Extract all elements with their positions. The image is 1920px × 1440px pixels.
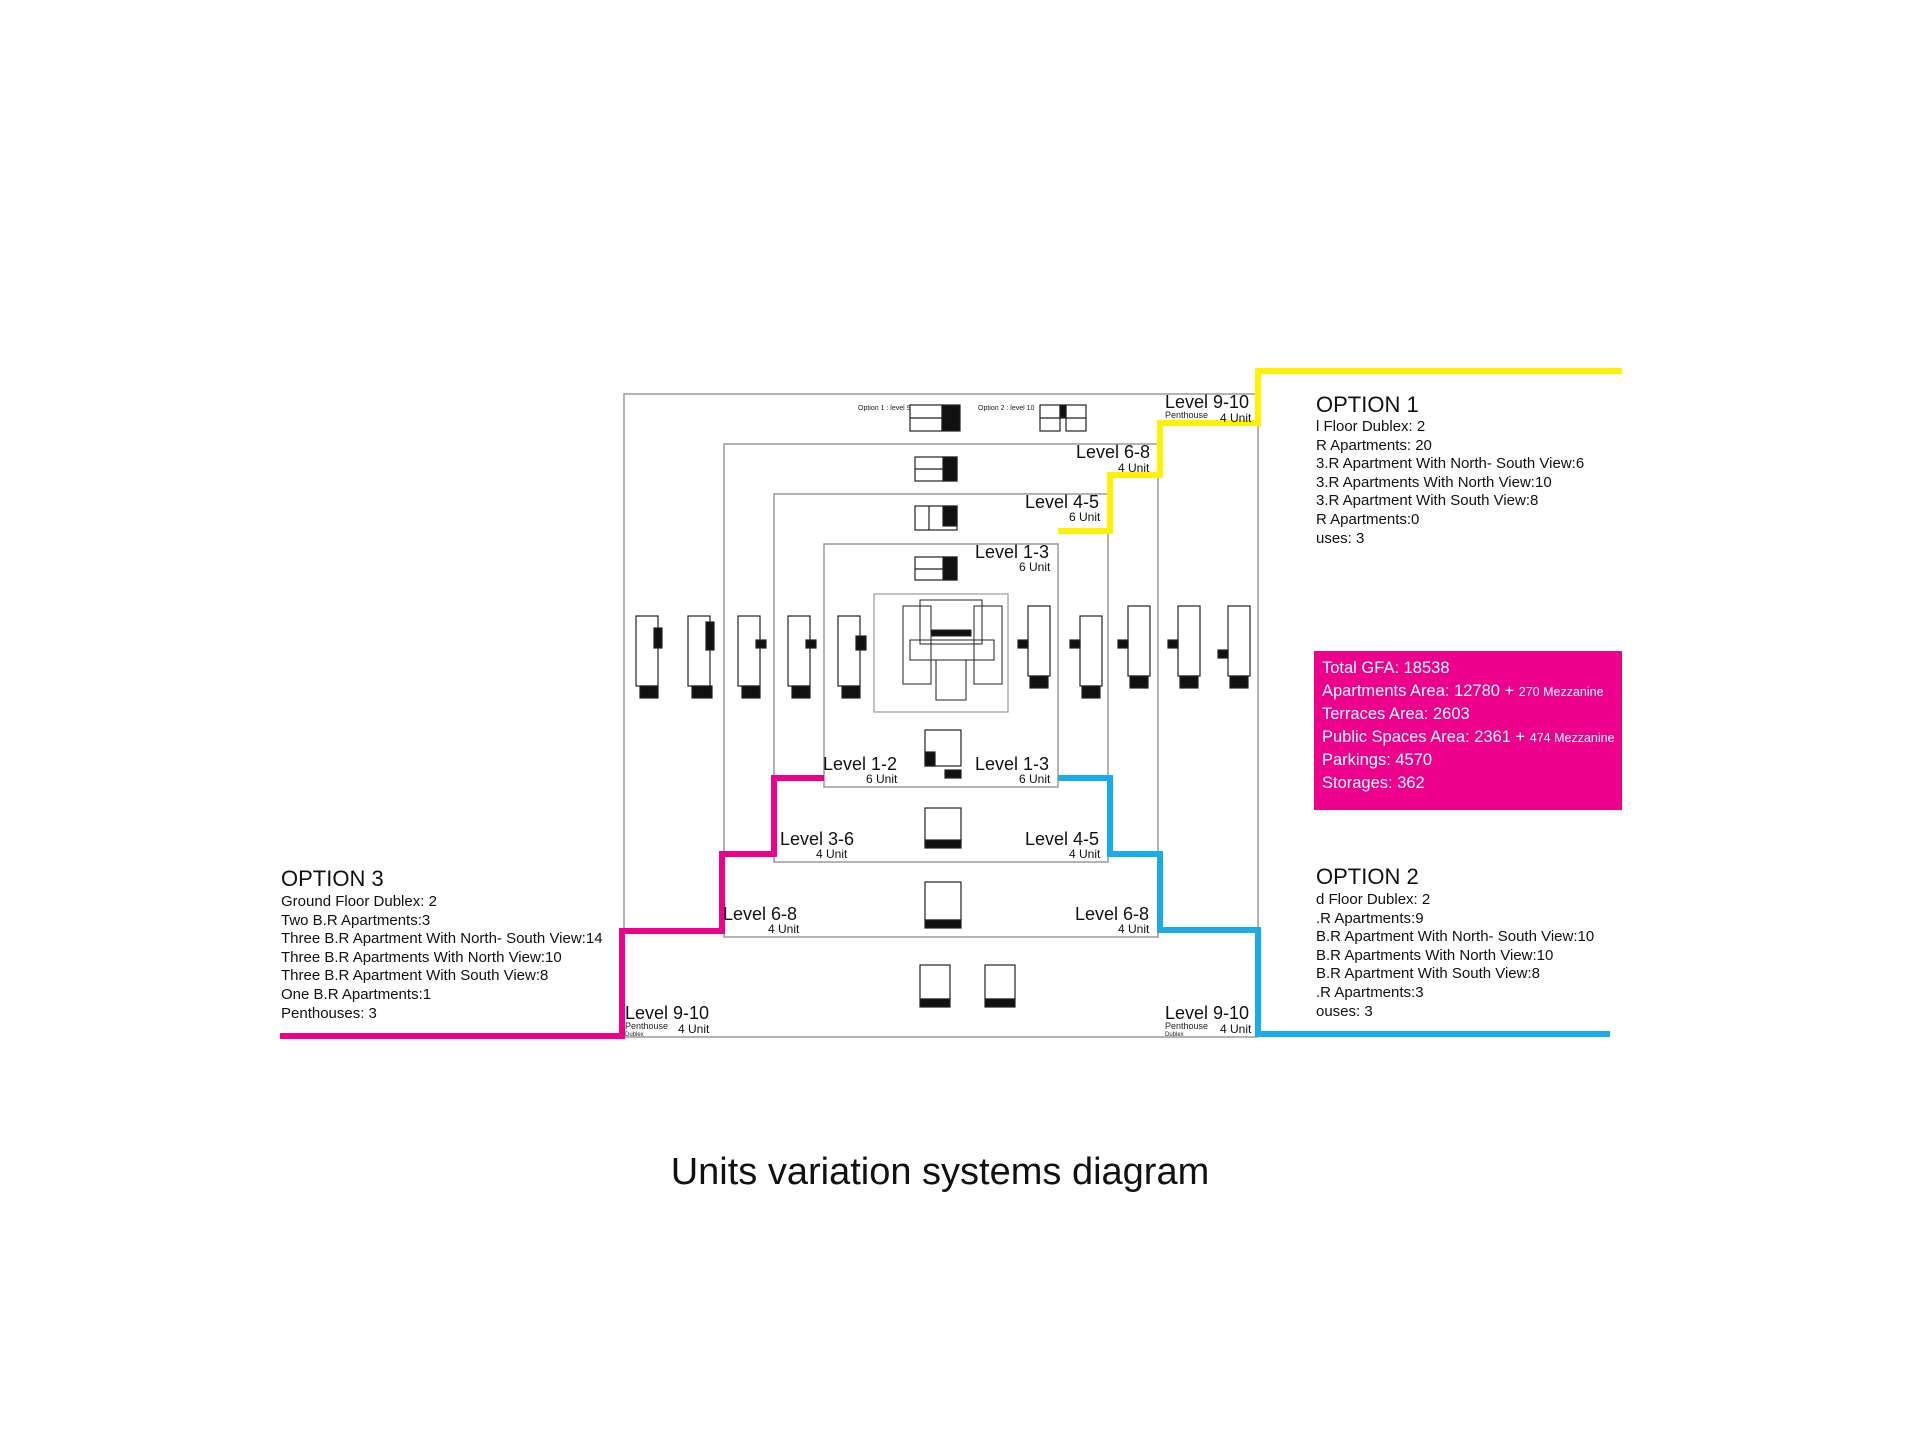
stat-public-spaces: Public Spaces Area: 2361 + 474 Mezzanine <box>1322 727 1615 748</box>
option1-line: 3.R Apartment With South View:8 <box>1316 492 1539 510</box>
option1-line: R Apartments: 20 <box>1316 436 1432 454</box>
option1-list: l Floor Dublex: 2 R Apartments: 20 3.R A… <box>1316 418 1584 548</box>
level-right-9-10-sub1: Penthouse <box>1165 1021 1209 1031</box>
option1-line: R Apartments:0 <box>1316 510 1420 528</box>
option1-line: 3.R Apartment With North- South View:6 <box>1316 455 1585 473</box>
diagram-caption: Units variation systems diagram <box>670 1151 1210 1193</box>
level-top-6-8: Level 6-8 <box>1076 442 1151 462</box>
level-right-6-8: Level 6-8 <box>1075 904 1150 924</box>
option3-line: Three B.R Apartment With North- South Vi… <box>281 930 603 948</box>
plan-top-6-8 <box>914 456 958 482</box>
stat-storages: Storages: 362 <box>1322 774 1425 792</box>
option1-line: 3.R Apartments With North View:10 <box>1316 473 1552 491</box>
option1-yellow-line <box>1058 368 1622 534</box>
level-right-9-10-unit: 4 Unit <box>1220 1022 1252 1036</box>
plan-row-left <box>635 615 867 699</box>
level-left-9-10-sub2: Dublex <box>625 1032 644 1038</box>
level-mid-right-1-3-unit: 6 Unit <box>1019 772 1051 786</box>
stat-terraces-area: Terraces Area: 2603 <box>1322 705 1470 723</box>
level-left-3-6-unit: 4 Unit <box>816 847 848 861</box>
option2-line: B.R Apartments With North View:10 <box>1316 946 1554 964</box>
level-mid-right-1-3: Level 1-3 <box>975 754 1050 774</box>
option2-line: B.R Apartment With South View:8 <box>1316 965 1540 983</box>
stat-apartments-area: Apartments Area: 12780 + 270 Mezzanine <box>1322 681 1604 702</box>
plan-core-building <box>902 599 1003 701</box>
frame-level-4-5 <box>773 493 1109 863</box>
plan-label-option2: Option 2 : level 10 <box>978 405 1035 412</box>
level-top-4-5: Level 4-5 <box>1025 492 1100 512</box>
level-left-9-10: Level 9-10 <box>625 1003 710 1023</box>
level-top-1-3: Level 1-3 <box>975 542 1050 562</box>
option3-list: Ground Floor Dublex: 2 Two B.R Apartment… <box>281 893 603 1023</box>
plan-bottom-1-2 <box>924 729 962 779</box>
option2-line: d Floor Dublex: 2 <box>1316 891 1431 908</box>
option1-title: OPTION 1 <box>1316 392 1419 417</box>
option2-line: B.R Apartment With North- South View:10 <box>1316 928 1595 946</box>
level-left-9-10-sub1: Penthouse <box>625 1021 669 1031</box>
level-top-9-10-sub: Penthouse <box>1165 410 1209 420</box>
option2-blue-line <box>1058 775 1610 1037</box>
level-right-9-10: Level 9-10 <box>1165 1003 1250 1023</box>
plan-bottom-9-10 <box>919 964 1016 1008</box>
level-right-6-8-unit: 4 Unit <box>1118 922 1150 936</box>
stat-public-value: Public Spaces Area: 2361 + <box>1322 728 1530 746</box>
level-right-4-5-unit: 4 Unit <box>1069 847 1101 861</box>
frame-level-9-10 <box>623 393 1259 1038</box>
option3-line: One B.R Apartments:1 <box>281 985 432 1003</box>
stat-public-mezzanine: 474 Mezzanine <box>1529 731 1615 745</box>
plan-bottom-3-6 <box>924 807 962 849</box>
option2-list: d Floor Dublex: 2 .R Apartments:9 B.R Ap… <box>1316 891 1594 1021</box>
level-left-9-10-unit: 4 Unit <box>678 1022 710 1036</box>
level-left-3-6: Level 3-6 <box>780 829 855 849</box>
level-right-4-5: Level 4-5 <box>1025 829 1100 849</box>
option3-line: Three B.R Apartments With North View:10 <box>281 948 562 966</box>
stat-apartments-mezzanine: 270 Mezzanine <box>1518 685 1604 699</box>
option3-line: Two B.R Apartments:3 <box>281 911 431 929</box>
level-mid-left-1-2: Level 1-2 <box>823 754 898 774</box>
plan-row-right <box>1017 605 1251 699</box>
option2-line: .R Apartments:3 <box>1316 983 1424 1001</box>
level-top-9-10-unit: 4 Unit <box>1220 411 1252 425</box>
level-mid-left-1-2-unit: 6 Unit <box>866 772 898 786</box>
stat-apartments-value: Apartments Area: 12780 + <box>1322 682 1519 700</box>
frame-level-1-3 <box>823 543 1059 788</box>
option2-line: .R Apartments:9 <box>1316 909 1424 927</box>
level-top-1-3-unit: 6 Unit <box>1019 560 1051 574</box>
plan-top-option2 <box>1039 404 1087 432</box>
option1-line: uses: 3 <box>1316 529 1365 547</box>
plan-top-1-3 <box>914 556 958 581</box>
level-top-9-10: Level 9-10 <box>1165 392 1250 412</box>
level-top-6-8-unit: 4 Unit <box>1118 461 1150 475</box>
option3-title: OPTION 3 <box>281 866 384 891</box>
option2-line: ouses: 3 <box>1316 1002 1373 1020</box>
plan-label-option1: Option 1 : level 9 <box>858 405 911 412</box>
option3-line: Penthouses: 3 <box>281 1004 377 1022</box>
frame-level-6-8 <box>723 443 1159 938</box>
plan-top-option1 <box>909 404 961 432</box>
option3-pink-line <box>280 775 824 1039</box>
option2-title: OPTION 2 <box>1316 864 1419 889</box>
plan-top-4-5 <box>914 505 958 531</box>
option3-line: Three B.R Apartment With South View:8 <box>281 967 549 985</box>
option3-line: Ground Floor Dublex: 2 <box>281 893 437 910</box>
level-left-6-8: Level 6-8 <box>723 904 798 924</box>
level-top-4-5-unit: 6 Unit <box>1069 510 1101 524</box>
stat-parkings: Parkings: 4570 <box>1322 751 1433 769</box>
stat-total-gfa: Total GFA: 18538 <box>1322 659 1450 677</box>
level-left-6-8-unit: 4 Unit <box>768 922 800 936</box>
level-right-9-10-sub2: Dublex <box>1165 1032 1184 1038</box>
area-summary-box: Total GFA: 18538 Apartments Area: 12780 … <box>1314 651 1622 810</box>
core-outline <box>873 593 1009 713</box>
plan-bottom-6-8 <box>924 881 962 929</box>
option1-line: l Floor Dublex: 2 <box>1316 418 1426 435</box>
